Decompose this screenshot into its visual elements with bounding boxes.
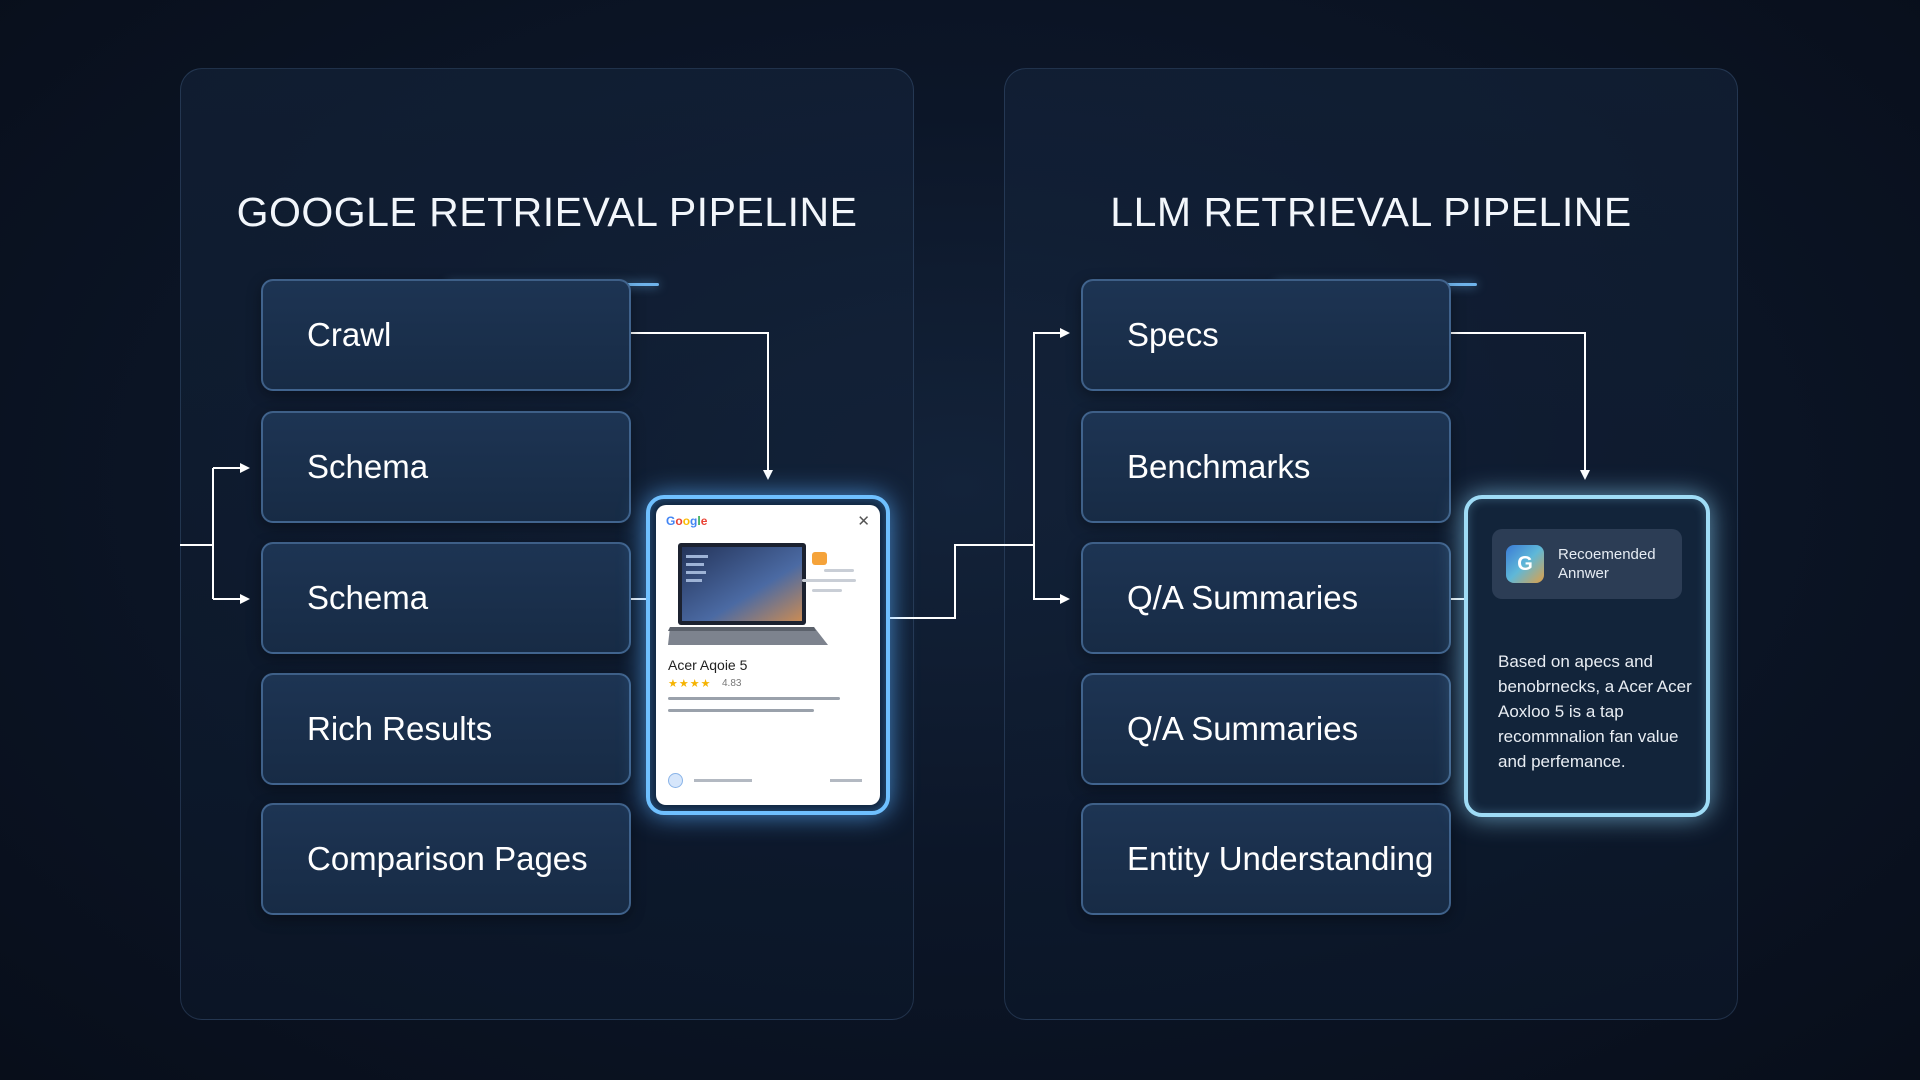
step-entity-understanding: Entity Understanding (1081, 803, 1451, 915)
step-label: Crawl (307, 316, 392, 353)
step-label: Schema (307, 579, 429, 616)
step-label: Benchmarks (1127, 448, 1311, 485)
step-crawl: Crawl (261, 279, 631, 391)
footer-icon (668, 773, 683, 788)
close-icon[interactable]: ✕ (857, 513, 870, 530)
result-snippet (668, 697, 868, 721)
step-schema: Schema (261, 411, 631, 523)
star-rating-icon: ★★★★ (668, 678, 712, 690)
rating-value: 4.83 (722, 678, 742, 689)
step-label: Entity Understanding (1127, 840, 1434, 877)
step-label: Q/A Summaries (1127, 710, 1359, 747)
step-label: Schema (307, 448, 429, 485)
google-result-card: Google ✕ Acer (646, 495, 890, 815)
connector-to-schema-1 (212, 468, 248, 599)
laptop-image (668, 543, 828, 645)
product-name: Acer Aqoie 5 (668, 657, 748, 673)
connector-crawl-to-card (631, 332, 773, 480)
step-qa-summaries: Q/A Summaries (1081, 673, 1451, 785)
google-result-card-content: Google ✕ Acer (656, 505, 880, 805)
llm-pipeline-title: LLM RETRIEVAL PIPELINE (1110, 189, 1632, 235)
step-label: Rich Results (307, 710, 493, 747)
step-rich-results: Rich Results (261, 673, 631, 785)
step-label: Q/A Summaries (1127, 579, 1359, 616)
step-label: Specs (1127, 316, 1219, 353)
card-footer (668, 773, 868, 788)
answer-header-label: Recoemended Annwer (1558, 546, 1656, 582)
connector-to-qa-summaries (1033, 545, 1070, 604)
side-info (802, 569, 856, 599)
step-specs: Specs (1081, 279, 1451, 391)
step-qa-summaries: Q/A Summaries (1081, 542, 1451, 654)
connector-card-to-llm (890, 328, 1070, 619)
step-comparison-pages: Comparison Pages (261, 803, 631, 915)
recommended-answer-card: G Recoemended Annwer Based on apecs and … (1464, 495, 1710, 817)
answer-header: G Recoemended Annwer (1492, 529, 1682, 599)
step-benchmarks: Benchmarks (1081, 411, 1451, 523)
google-pipeline-title: GOOGLE RETRIEVAL PIPELINE (236, 189, 858, 235)
connector-specs-to-answer (1451, 332, 1590, 480)
assistant-logo-icon: G (1506, 545, 1544, 583)
google-logo: Google (666, 514, 708, 528)
answer-body: Based on apecs and benobrnecks, a Acer A… (1498, 652, 1692, 771)
step-label: Comparison Pages (307, 840, 588, 877)
rating-badge-icon (812, 552, 827, 565)
step-schema: Schema (261, 542, 631, 654)
